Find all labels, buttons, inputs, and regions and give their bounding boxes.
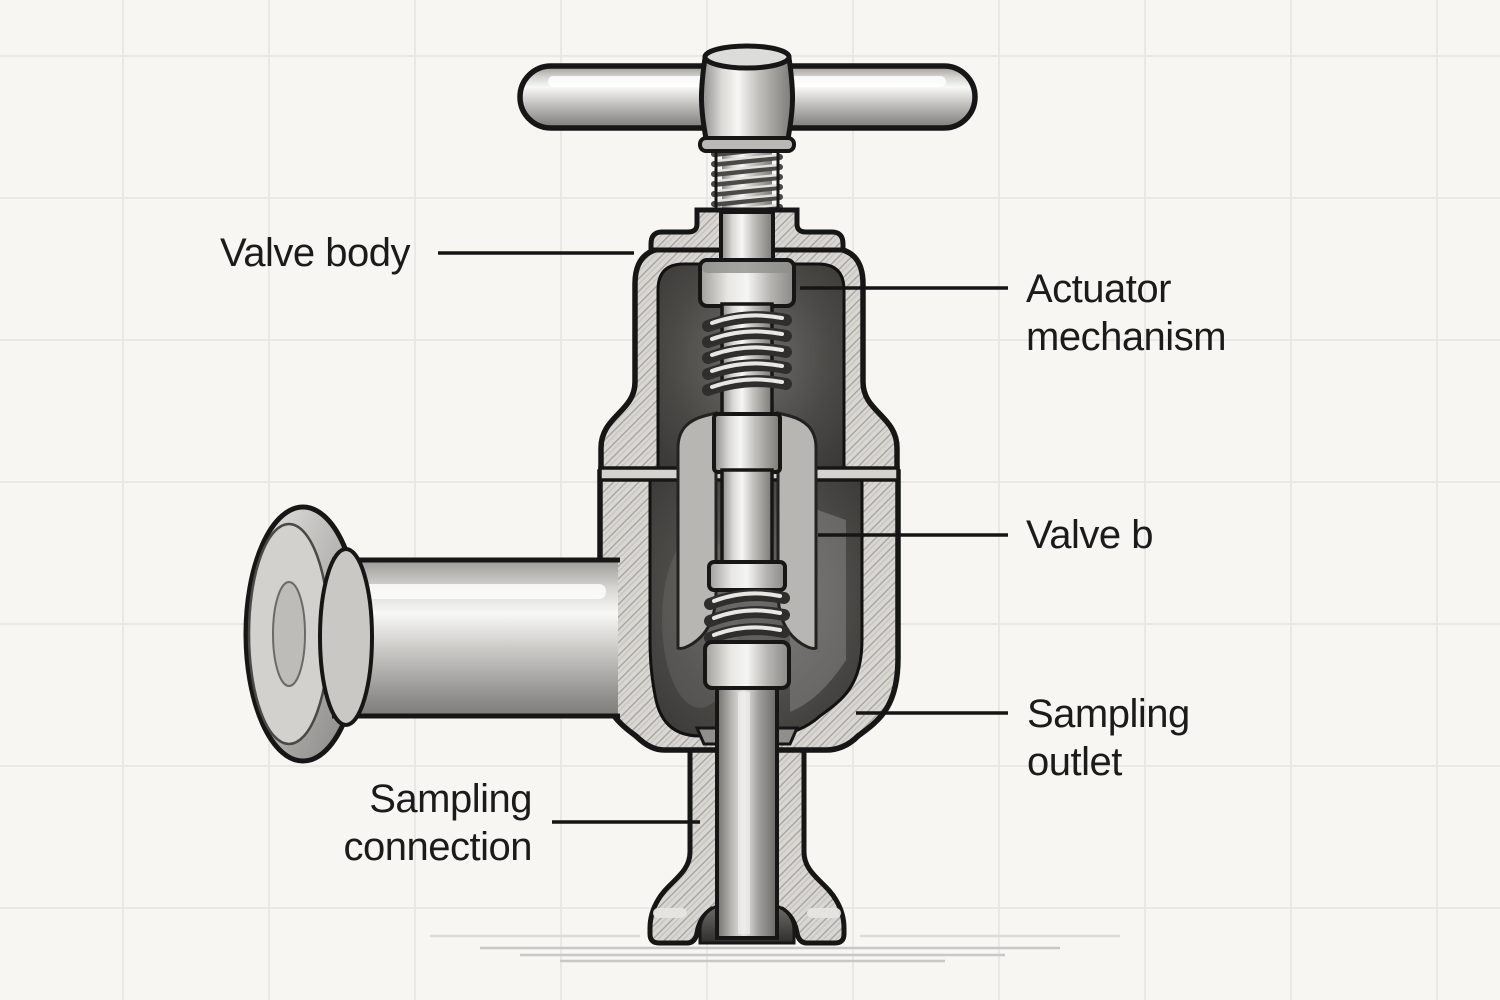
- valve-internals: [694, 210, 800, 940]
- upper-spring: [702, 311, 792, 396]
- stem-lower: [720, 468, 774, 568]
- label-actuator-mechanism: Actuator mechanism: [1026, 267, 1227, 359]
- pipe-neck: [318, 547, 374, 727]
- ground-shadow: [430, 934, 1120, 963]
- valve-handle: [517, 43, 978, 153]
- stem-band: [712, 412, 782, 474]
- inlet-pipe: [318, 547, 620, 727]
- lower-spring: [704, 589, 790, 644]
- stem-upper: [719, 210, 775, 268]
- stem-ring: [707, 560, 787, 592]
- label-sampling-outlet: Sampling outlet: [1027, 692, 1190, 784]
- seat-guide-ribs: [676, 411, 818, 650]
- label-valve-body: Valve body: [220, 231, 410, 275]
- label-sampling-connection: Sampling connection: [343, 777, 533, 869]
- plug-block: [703, 640, 791, 690]
- leader-lines: [438, 251, 1008, 824]
- handle-hub: [699, 55, 795, 147]
- label-valve-b: Valve b: [1026, 513, 1153, 557]
